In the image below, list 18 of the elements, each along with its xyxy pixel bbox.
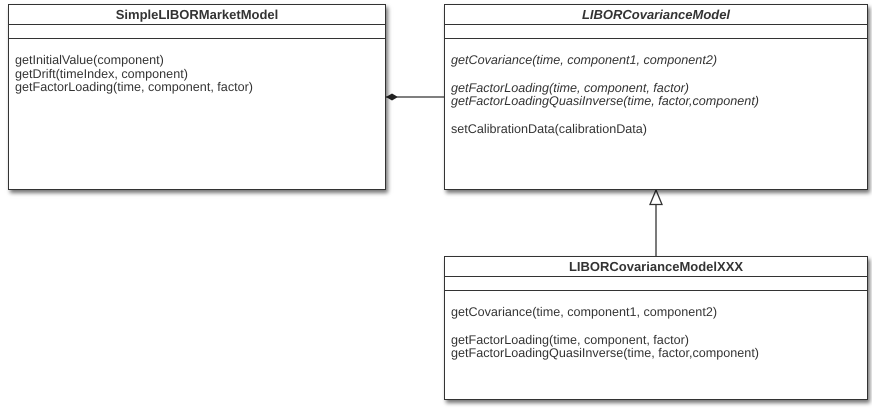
class-box	[444, 4, 868, 190]
method-signature: setCalibrationData(calibrationData)	[451, 122, 647, 136]
inheritance-arrow	[649, 189, 663, 256]
class-box	[8, 4, 386, 190]
class-name: LIBORCovarianceModelXXX	[568, 258, 744, 276]
method-signature: getFactorLoadingQuasiInverse(time, factor,component)	[451, 95, 760, 108]
method-signature: getCovariance(time, component1, component2)	[451, 54, 718, 68]
class-name: LIBORCovarianceModel	[582, 6, 730, 24]
composition-connector	[386, 94, 444, 100]
method-signature: getInitialValue(component)	[15, 54, 164, 68]
class-name: SimpleLIBORMarketModel	[116, 6, 278, 24]
method-signature: getFactorLoading(time, component, factor)	[15, 81, 254, 94]
method-signature: getDrift(timeIndex, component)	[15, 68, 188, 81]
class-box	[444, 256, 868, 400]
method-signature: getFactorLoading(time, component, factor)	[451, 334, 690, 347]
method-signature: getCovariance(time, component1, component2)	[451, 306, 718, 320]
method-signature: getFactorLoading(time, component, factor)	[451, 82, 690, 95]
method-signature: getFactorLoadingQuasiInverse(time, factor,component)	[451, 347, 760, 360]
